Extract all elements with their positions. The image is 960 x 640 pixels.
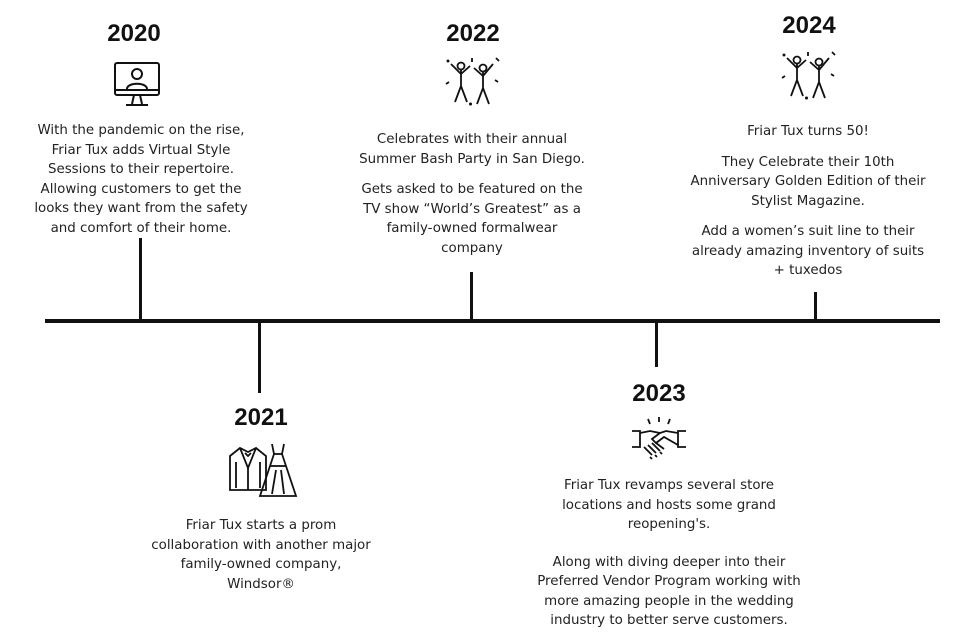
event-description: Friar Tux starts a prom collaboration wi…: [148, 516, 374, 594]
video-call-computer-icon: [112, 60, 162, 110]
description-paragraph: Friar Tux revamps several store location…: [562, 478, 776, 532]
connector-2020: [139, 238, 142, 321]
suit-and-dress-icon: [226, 442, 298, 500]
connector-2024: [814, 292, 817, 321]
handshake-icon: [630, 415, 688, 463]
timeline-axis: [45, 319, 940, 323]
connector-2022: [470, 272, 473, 321]
description-paragraph: Gets asked to be featured on the TV show…: [361, 182, 583, 256]
description-paragraph: With the pandemic on the rise, Friar Tux…: [34, 123, 248, 236]
year-label: 2022: [446, 20, 500, 47]
event-description: Celebrates with their annual Summer Bash…: [356, 130, 588, 258]
event-description: Friar Tux revamps several store location…: [528, 476, 810, 631]
description-paragraph: Friar Tux turns 50!: [747, 124, 869, 139]
year-label: 2021: [234, 404, 288, 431]
description-paragraph: Celebrates with their annual Summer Bash…: [359, 132, 585, 167]
connector-2023: [655, 321, 658, 367]
connector-2021: [258, 321, 261, 393]
year-label: 2024: [782, 12, 836, 39]
description-paragraph: Add a women’s suit line to their already…: [691, 224, 925, 278]
celebrating-people-icon: [442, 54, 502, 112]
celebrating-people-icon: [778, 48, 838, 106]
year-label: 2023: [632, 380, 686, 407]
description-paragraph: They Celebrate their 10th Anniversary Go…: [690, 154, 926, 209]
event-description: Friar Tux turns 50! They Celebrate their…: [686, 122, 930, 281]
year-label: 2020: [107, 20, 161, 47]
event-description: With the pandemic on the rise, Friar Tux…: [28, 121, 254, 238]
description-paragraph: Friar Tux starts a prom collaboration wi…: [151, 518, 371, 592]
description-paragraph: Along with diving deeper into their Pref…: [537, 554, 801, 629]
